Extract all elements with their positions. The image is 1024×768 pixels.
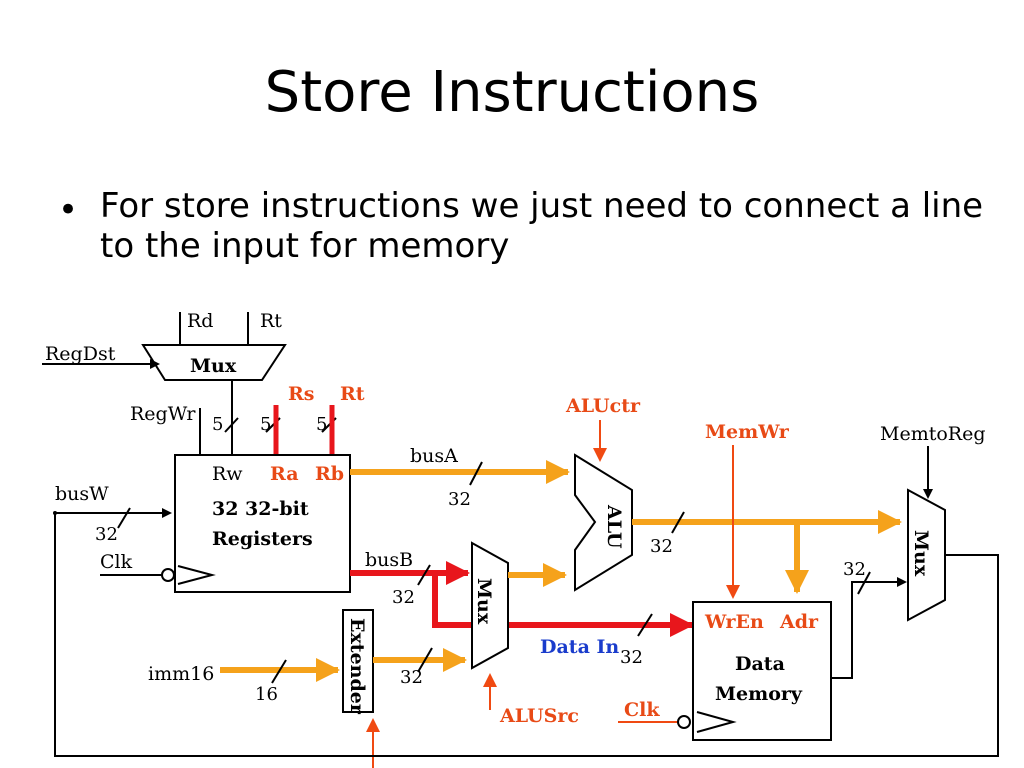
memwr-label: MemWr (705, 421, 790, 443)
regdst-mux: Rd Rt Mux RegDst (42, 310, 287, 455)
mem-label-2: Memory (715, 683, 803, 705)
data-in-label: Data In (540, 636, 619, 658)
alu-label: ALU (603, 504, 625, 549)
width-5b: 5 (260, 414, 271, 435)
ra-label: Ra (270, 463, 299, 485)
alusrc-label: ALUSrc (499, 705, 579, 727)
regdst-label: RegDst (45, 343, 116, 365)
busw-input: busW 32 Clk (53, 483, 175, 582)
rt-top-label: Rt (260, 310, 282, 332)
aluctr-label: ALUctr (565, 395, 641, 417)
width-32-ext: 32 (400, 667, 423, 688)
clk-reg-label: Clk (100, 551, 133, 573)
register-file: Rw Ra Rb 32 32-bit Registers (174, 454, 351, 593)
data-memory: WrEn Adr Data Memory MemWr Data In 32 Cl… (540, 421, 832, 741)
alusrc-mux: Mux ALUSrc (471, 541, 579, 727)
memtoreg-label: MemtoReg (880, 423, 986, 445)
alusrc-mux-label: Mux (473, 578, 495, 625)
width-32-busw: 32 (95, 524, 118, 545)
regwr-label: RegWr (130, 403, 196, 425)
busa-path: busA 32 (350, 445, 570, 510)
width-5c: 5 (316, 414, 327, 435)
rt-red-label: Rt (340, 383, 365, 405)
slide-title: Store Instructions (264, 60, 760, 125)
mux-out-label: Mux (910, 530, 932, 577)
mux-top-label: Mux (190, 355, 237, 377)
bullet-marker: • (58, 190, 79, 230)
mem-label-1: Data (735, 653, 785, 675)
register-inputs: Rs Rt RegWr 5 5 5 (130, 383, 365, 455)
width-32-busa: 32 (448, 489, 471, 510)
width-5a: 5 (212, 414, 223, 435)
alu: ALU ALUctr 32 (565, 395, 902, 594)
width-16: 16 (255, 684, 278, 705)
reg-label-1: 32 32-bit (212, 498, 309, 520)
memtoreg-mux: Mux MemtoReg 32 (54, 423, 999, 757)
rd-label: Rd (187, 310, 213, 332)
busw-label: busW (55, 483, 109, 505)
width-32-busb: 32 (392, 587, 415, 608)
width-32-datain: 32 (620, 647, 643, 668)
adr-label: Adr (779, 611, 819, 633)
busa-label: busA (410, 445, 458, 467)
rb-label: Rb (315, 463, 344, 485)
reg-label-2: Registers (212, 528, 313, 550)
wren-label: WrEn (704, 611, 764, 633)
clk-mem-label: Clk (624, 699, 660, 721)
busb-label: busB (365, 549, 413, 571)
width-32-alu: 32 (650, 536, 673, 557)
busb-path: busB 32 (350, 549, 694, 637)
imm16-label: imm16 (148, 663, 214, 685)
rs-label: Rs (288, 383, 315, 405)
extender-label: Extender (346, 618, 368, 715)
extender: Extender imm16 16 32 (148, 609, 467, 768)
rw-label: Rw (212, 463, 243, 485)
width-32-mem: 32 (843, 559, 866, 580)
bullet-text: For store instructions we just need to c… (100, 186, 984, 266)
